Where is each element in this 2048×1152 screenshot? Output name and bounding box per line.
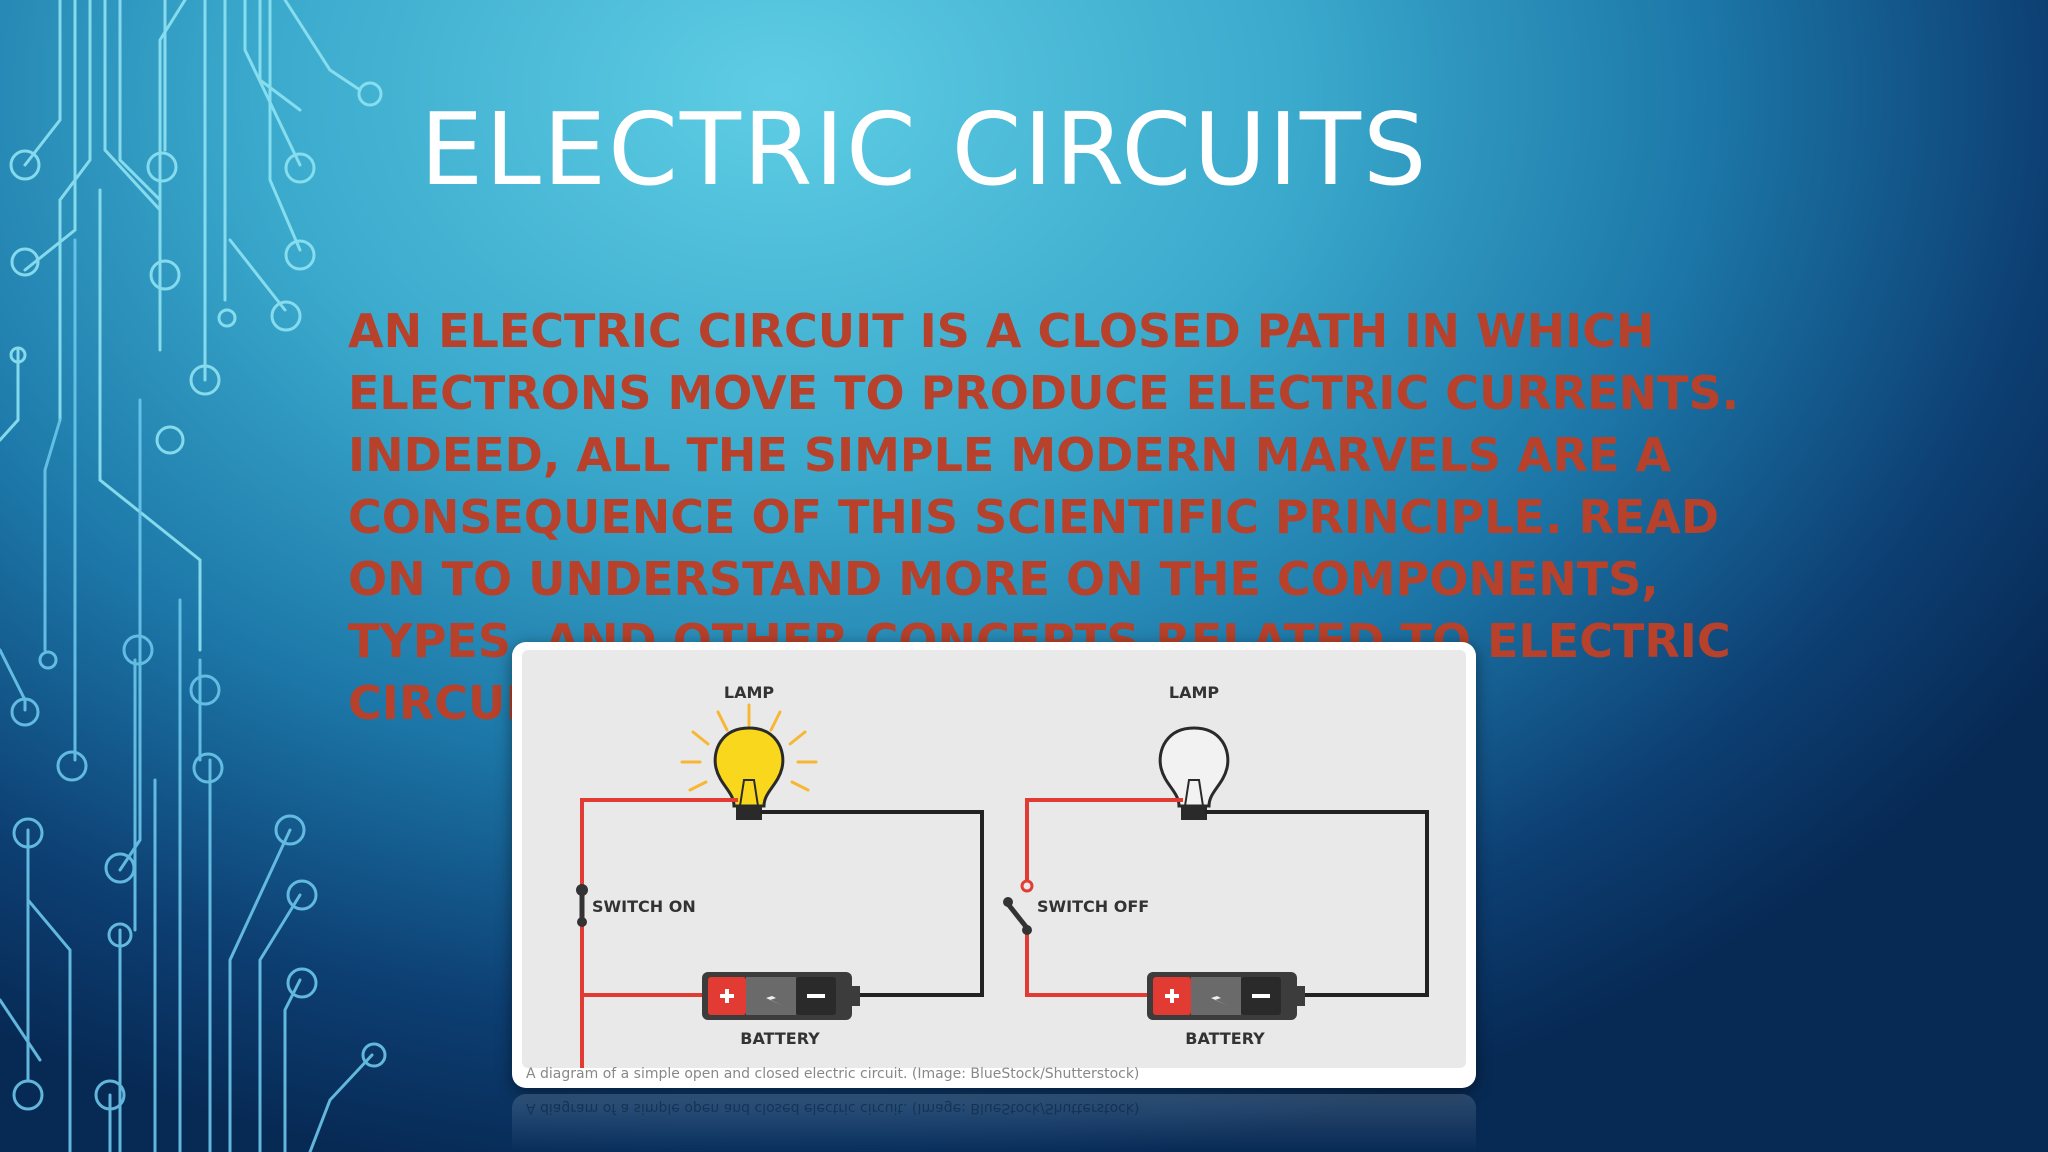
left-battery-icon	[702, 972, 860, 1020]
circuit-trace-decoration	[0, 0, 387, 1152]
circuit-diagram: LAMP	[522, 650, 1466, 1068]
switch-on-icon	[576, 884, 588, 927]
switch-off-icon	[1003, 879, 1034, 935]
figure-caption: A diagram of a simple open and closed el…	[526, 1066, 1140, 1082]
figure-caption-reflection: A diagram of a simple open and closed el…	[526, 1100, 1140, 1116]
unlit-bulb-icon	[1158, 726, 1230, 820]
right-live-wire	[1025, 798, 1183, 882]
open-circuit: LAMP SWITCH OFF	[1003, 683, 1429, 1048]
left-neutral-wire	[760, 810, 984, 997]
closed-circuit: LAMP	[576, 683, 984, 1068]
switch-on-label: SWITCH ON	[592, 897, 696, 916]
slide-title: ELECTRIC CIRCUITS	[420, 91, 1429, 208]
left-lamp-label: LAMP	[724, 683, 775, 702]
slide-body-text: AN ELECTRIC CIRCUIT IS A CLOSED PATH IN …	[348, 304, 1740, 730]
right-neutral-wire	[1205, 810, 1429, 997]
switch-off-label: SWITCH OFF	[1037, 897, 1149, 916]
lamp-light-rays	[680, 703, 818, 792]
left-battery-label: BATTERY	[740, 1029, 820, 1048]
right-lamp-label: LAMP	[1169, 683, 1220, 702]
right-battery-icon	[1147, 972, 1305, 1020]
lit-bulb-icon	[713, 726, 785, 820]
right-battery-label: BATTERY	[1185, 1029, 1265, 1048]
circuit-diagram-image: LAMP	[512, 642, 1476, 1088]
figure-reflection: A diagram of a simple open and closed el…	[512, 1094, 1476, 1152]
